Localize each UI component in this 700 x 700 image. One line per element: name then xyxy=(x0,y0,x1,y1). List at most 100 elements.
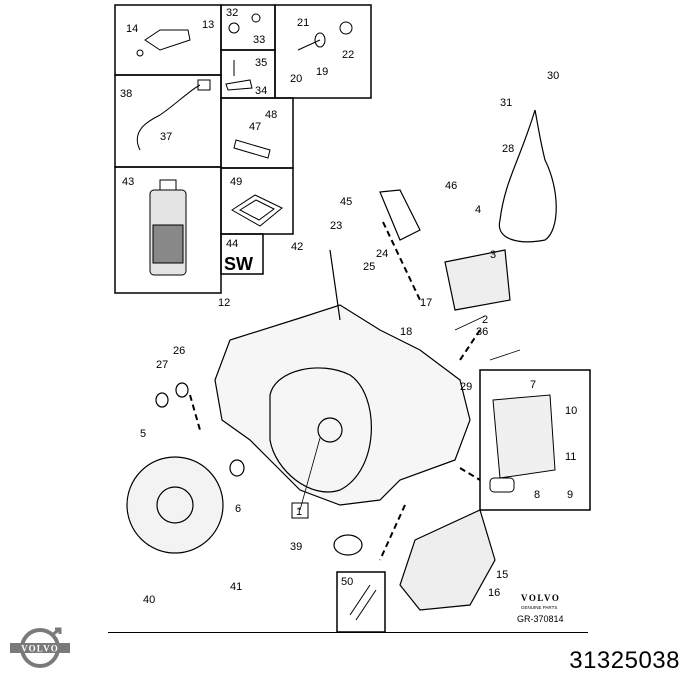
leader xyxy=(299,437,321,511)
callout-11: 11 xyxy=(565,451,576,463)
oil-bottle-label xyxy=(152,224,184,264)
callout-50: 50 xyxy=(341,576,353,588)
callout-33: 33 xyxy=(253,34,265,46)
dashed-leader xyxy=(459,467,481,481)
washer-part xyxy=(314,32,326,48)
callout-41: 41 xyxy=(230,581,242,593)
pin-part xyxy=(355,589,377,621)
housing-outline xyxy=(214,304,471,506)
bottom-rule xyxy=(108,632,588,633)
callout-6: 6 xyxy=(235,503,241,515)
bolt-part xyxy=(136,49,144,57)
sensor-connector xyxy=(197,79,211,91)
sealant-label: SW xyxy=(224,254,253,274)
callout-10: 10 xyxy=(565,405,577,417)
callout-22: 22 xyxy=(342,49,354,61)
callout-15: 15 xyxy=(496,569,508,581)
inset-parts xyxy=(136,13,556,621)
callout-19: 19 xyxy=(316,66,328,78)
part-number: 31325038 xyxy=(569,647,680,674)
control-module xyxy=(444,249,511,311)
callout-8: 8 xyxy=(534,489,540,501)
callout-49: 49 xyxy=(230,176,242,188)
brand-block-subtitle: GENUINE PARTS xyxy=(521,605,557,610)
callout-37: 37 xyxy=(160,131,172,143)
callout-30: 30 xyxy=(547,70,559,82)
solenoid-part xyxy=(489,477,515,493)
callout-25: 25 xyxy=(363,261,375,273)
seal-ring-part xyxy=(251,13,261,23)
seal-ring-27 xyxy=(155,392,169,408)
harness-28 xyxy=(498,109,557,243)
volvo-logo-band xyxy=(10,643,70,653)
callout-31: 31 xyxy=(500,97,512,109)
leader xyxy=(454,315,486,331)
bracket-45 xyxy=(379,189,421,241)
callout-labels: 1 2 3 4 5 6 7 8 9 10 11 12 13 14 15 16 1… xyxy=(120,7,577,624)
callout-20: 20 xyxy=(290,73,302,85)
leader-lines xyxy=(189,221,481,561)
leader xyxy=(489,349,521,361)
brand-block-name: VOLVO xyxy=(521,593,560,603)
transmission-housing xyxy=(126,109,557,611)
dashed-leader xyxy=(459,329,481,361)
callout-5: 5 xyxy=(140,428,146,440)
callout-38: 38 xyxy=(120,88,132,100)
callout-29: 29 xyxy=(460,381,472,393)
dipstick-tube xyxy=(329,249,341,321)
stud-part xyxy=(297,39,321,51)
callout-43: 43 xyxy=(122,176,134,188)
callout-18: 18 xyxy=(400,326,412,338)
plug-part xyxy=(228,22,240,34)
callout-27: 27 xyxy=(156,359,168,371)
callout-7: 7 xyxy=(530,379,536,391)
callout-13: 13 xyxy=(202,19,214,31)
oil-bottle-cap xyxy=(159,179,177,191)
bell-housing xyxy=(269,367,372,493)
callout-34: 34 xyxy=(255,85,267,97)
callout-1: 1 xyxy=(296,506,302,518)
callout-21: 21 xyxy=(297,17,309,29)
callout-4: 4 xyxy=(475,204,481,216)
callout-26: 26 xyxy=(173,345,185,357)
callout-14: 14 xyxy=(126,23,138,35)
dashed-leader xyxy=(189,394,201,431)
callout-9: 9 xyxy=(567,489,573,501)
callout-28: 28 xyxy=(502,143,514,155)
gasket-49-inner xyxy=(238,199,275,221)
callout-32: 32 xyxy=(226,7,238,19)
callout-48: 48 xyxy=(265,109,277,121)
bracket-part xyxy=(144,29,191,51)
dashed-leader xyxy=(382,221,421,301)
callout-40: 40 xyxy=(143,594,155,606)
inset-boxes xyxy=(114,4,591,633)
torque-converter xyxy=(126,456,224,554)
o-ring-part xyxy=(339,21,353,35)
callout-46: 46 xyxy=(445,180,457,192)
volvo-logo-arrow xyxy=(51,627,62,637)
callout-44: 44 xyxy=(226,238,238,250)
solid-leaders xyxy=(299,315,521,511)
callout-42: 42 xyxy=(291,241,303,253)
volvo-logo-wordmark: VOLVO xyxy=(21,644,59,654)
callout-47: 47 xyxy=(249,121,261,133)
bracket-47 xyxy=(233,139,271,159)
valve-body xyxy=(492,394,556,479)
callout-16: 16 xyxy=(488,587,500,599)
callout-45: 45 xyxy=(340,196,352,208)
callout-3: 3 xyxy=(490,249,496,261)
inset-box-7-11 xyxy=(479,369,591,511)
inset-box-13-14 xyxy=(114,4,222,76)
drawing-code: GR-370814 xyxy=(517,614,564,624)
seal-ring-26 xyxy=(175,382,189,398)
callout-17: 17 xyxy=(420,297,432,309)
sensor-harness xyxy=(137,84,201,151)
callout-23: 23 xyxy=(330,220,342,232)
callout-1-box xyxy=(291,502,309,519)
callout-2: 2 xyxy=(482,314,488,326)
dashed-leader xyxy=(379,504,406,561)
callout-12: 12 xyxy=(218,297,230,309)
volvo-logo: VOLVO xyxy=(10,627,70,668)
clip-part xyxy=(225,79,253,91)
